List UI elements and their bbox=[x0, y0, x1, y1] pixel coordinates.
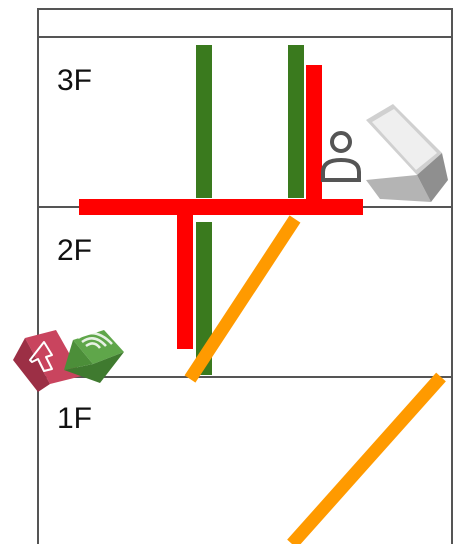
green-pipe-3f-right bbox=[288, 45, 304, 198]
orange-pipe-1f bbox=[287, 372, 446, 544]
floor-label-2f: 2F bbox=[57, 234, 92, 267]
green-pipe-3f-left bbox=[196, 45, 212, 198]
orange-pipes bbox=[184, 215, 446, 544]
red-pipe-2f-drop bbox=[177, 207, 193, 349]
green-pipes bbox=[196, 45, 304, 375]
building-frame bbox=[37, 8, 453, 544]
red-pipe-horizontal bbox=[79, 199, 363, 215]
floor-label-1f: 1F bbox=[57, 402, 92, 435]
wireless-signal-icon bbox=[64, 330, 124, 383]
orange-pipe-2f bbox=[184, 215, 301, 383]
person-icon bbox=[321, 131, 361, 182]
red-pipe-3f-riser bbox=[306, 65, 322, 208]
floor-label-3f: 3F bbox=[57, 64, 92, 97]
green-pipe-2f bbox=[196, 222, 212, 375]
red-pipes bbox=[79, 65, 363, 349]
terminal-device-icon bbox=[366, 104, 448, 202]
